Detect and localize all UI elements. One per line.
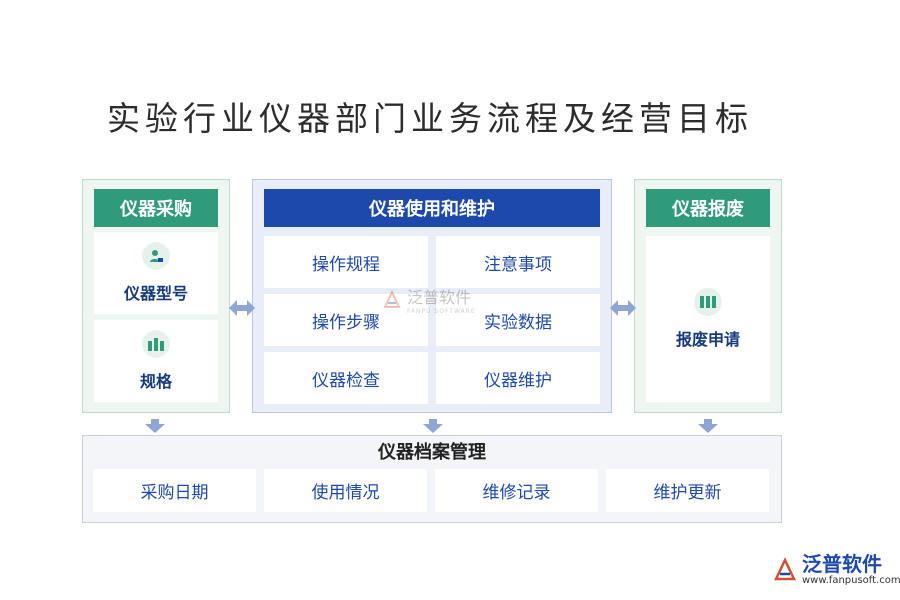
usage-item[interactable]: 操作步骤 [264,294,428,346]
fanpu-logo-icon [774,557,796,581]
archive-item[interactable]: 维修记录 [435,469,598,512]
stacked-blocks-icon [142,330,170,358]
usage-item[interactable]: 实验数据 [436,294,600,346]
usage-panel: 仪器使用和维护 操作规程 注意事项 操作步骤 实验数据 仪器检查 仪器维护 泛普… [252,179,612,413]
archive-item[interactable]: 使用情况 [264,469,427,512]
user-badge-icon [142,242,170,270]
procurement-item-label: 仪器型号 [123,284,188,303]
center-watermark: 泛普软件 FANPU SOFTWARE [381,284,476,315]
usage-item[interactable]: 仪器维护 [436,352,600,404]
procurement-item-label: 规格 [139,372,172,391]
down-arrow-center [423,419,443,433]
procurement-item-model[interactable]: 仪器型号 [94,232,218,314]
corner-url-text: www.fanpusoft.com [802,575,900,586]
archive-item[interactable]: 维护更新 [606,469,769,512]
archive-item[interactable]: 采购日期 [93,469,256,512]
usage-header: 仪器使用和维护 [264,189,600,227]
archive-header: 仪器档案管理 [378,442,486,463]
usage-item[interactable]: 注意事项 [436,236,600,288]
corner-brand-text: 泛普软件 [802,552,882,576]
double-arrow-right [610,300,636,316]
procurement-header: 仪器采购 [94,189,218,227]
procurement-panel: 仪器采购 仪器型号 规格 [82,179,230,413]
page-title: 实验行业仪器部门业务流程及经营目标 [107,99,753,138]
scrap-item-label: 报废申请 [675,330,740,349]
watermark-subtitle: FANPU SOFTWARE [407,308,476,315]
scrap-item-apply[interactable]: 报废申请 [646,236,770,402]
down-arrow-right [698,419,718,433]
scrap-panel: 仪器报废 报废申请 [634,179,782,413]
corner-watermark: 泛普软件 www.fanpusoft.com [772,553,900,587]
binders-icon [694,288,722,316]
scrap-header: 仪器报废 [646,189,770,227]
fanpu-logo-icon [383,289,401,308]
double-arrow-left [229,300,255,316]
usage-item[interactable]: 仪器检查 [264,352,428,404]
down-arrow-left [145,419,165,433]
procurement-item-spec[interactable]: 规格 [94,320,218,402]
watermark-title: 泛普软件 [407,288,472,307]
usage-item[interactable]: 操作规程 [264,236,428,288]
